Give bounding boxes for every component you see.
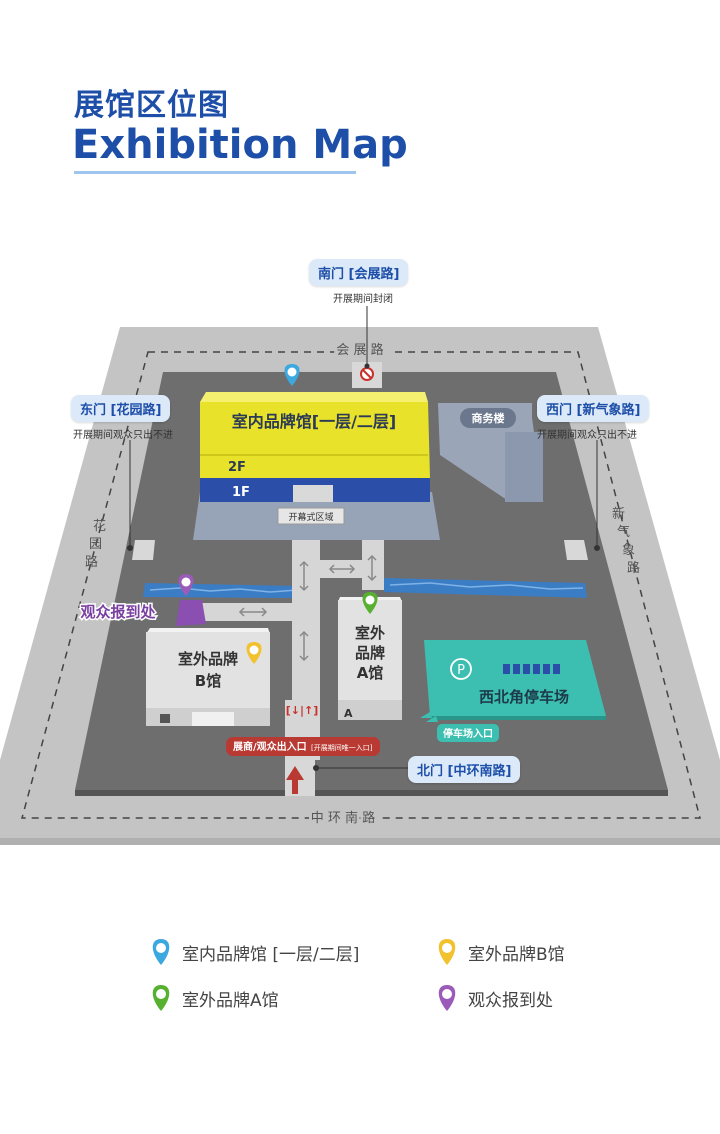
business-building-label: 商务楼: [472, 411, 505, 425]
west-gate-opening: [564, 540, 588, 560]
legend-item-indoor-hall: 室内品牌馆 [一层/二层]: [150, 937, 359, 967]
outdoor-a-line3: A馆: [357, 664, 384, 682]
outdoor-a-icon: A: [344, 707, 353, 720]
indoor-hall-2f: [200, 402, 430, 478]
page-title-en: Exhibition Map: [72, 122, 408, 168]
road-east-char: 新: [612, 506, 625, 522]
entrance-note-label: [开展期间唯一入口]: [311, 743, 373, 752]
road-west-char: 花: [93, 518, 106, 534]
road-east-char: 路: [627, 560, 640, 576]
business-building-sign: [460, 408, 516, 428]
road-edge: [0, 838, 720, 845]
parking-entrance-arrows: [420, 712, 438, 722]
road-east-label: 新 气 象 路: [612, 506, 640, 576]
parking-symbol: P: [457, 663, 465, 678]
outdoor-b-vent: [160, 714, 170, 723]
east-gate-note: 开展期间观众只出不进: [73, 430, 173, 441]
south-gate-dot: [364, 363, 370, 369]
yellow-pin-icon: [438, 939, 456, 965]
legend-label: 室外品牌B馆: [468, 944, 565, 965]
north-gate-dot: [313, 765, 319, 771]
parking-lot-edge: [430, 716, 606, 720]
outdoor-b-door: [192, 712, 234, 726]
east-gate-dot: [127, 545, 133, 551]
indoor-hall-2f-label: 2F: [228, 460, 246, 475]
business-building-wing: [505, 432, 543, 502]
road-south-label: 中 环 南 路: [311, 810, 375, 826]
blue-pin-icon: [284, 364, 300, 386]
indoor-hall-door: [293, 485, 333, 502]
walkway-arrows: [238, 554, 377, 662]
purple-pin-icon: [438, 985, 456, 1011]
east-gate-opening: [132, 540, 155, 560]
road-west-label: 花 园 路: [85, 518, 106, 570]
legend-label: 观众报到处: [468, 990, 553, 1011]
road-east-char: 象: [622, 543, 635, 558]
parking-icon: [450, 658, 472, 680]
registration-label: 观众报到处: [80, 603, 156, 621]
road-dashline: [21, 351, 701, 819]
legend-label: 室内品牌馆 [一层/二层]: [182, 944, 360, 965]
legend-item-registration: 观众报到处: [436, 983, 553, 1013]
north-gate-label: 北门 [中环南路]: [408, 756, 521, 783]
purple-pin-icon: [178, 574, 194, 596]
water-wave: [389, 582, 584, 590]
entrance-tag: [226, 737, 380, 756]
indoor-hall-1f-label: 1F: [232, 485, 250, 500]
indoor-hall-name: 室内品牌馆[一层/二层]: [232, 412, 396, 431]
parking-entrance-label: 停车场入口: [443, 727, 493, 740]
outdoor-a-line1: 室外: [355, 624, 385, 642]
south-gate-note: 开展期间封闭: [333, 294, 393, 305]
entrance-main-label: 展商/观众出入口: [233, 740, 307, 753]
legend-label: 室外品牌A馆: [182, 990, 279, 1011]
parked-cars: [503, 664, 560, 674]
south-gate-label: 南门 [会展路]: [309, 259, 409, 286]
exhibition-map: 会 展 路 中 环 南 路 新 气 象 路 花 园 路 室内品牌馆[一层/二层]: [0, 306, 720, 845]
road-west-char: 路: [85, 554, 98, 570]
road-east-char: 气: [617, 524, 630, 540]
entrance-arrow-icon: [286, 766, 304, 794]
west-gate-label: 西门 [新气象路]: [537, 395, 650, 422]
yellow-pin-icon: [246, 642, 262, 664]
east-gate-label: 东门 [花园路]: [71, 395, 171, 422]
road-west-char: 园: [89, 537, 102, 552]
west-gate-dot: [594, 545, 600, 551]
walkway-north-south-2: [362, 540, 384, 590]
page-title-cn: 展馆区位图: [74, 88, 229, 123]
green-pin-icon: [152, 985, 170, 1011]
opening-area-label: 开幕式区域: [288, 511, 333, 523]
title-underline: [74, 171, 356, 174]
registration-booth: [176, 600, 206, 626]
no-entry-icon-bar: [362, 369, 372, 379]
parking-lot: [424, 640, 606, 716]
ground-edge: [75, 790, 668, 796]
parking-name: 西北角停车场: [479, 688, 569, 706]
water-wave: [149, 587, 299, 593]
opening-area-sign: [277, 507, 345, 525]
outdoor-a-hall: [338, 600, 402, 718]
blue-pin-icon: [152, 939, 170, 965]
outdoor-b-line2: B馆: [195, 672, 221, 690]
entrance-sign: [↓|↑]: [286, 704, 319, 717]
road-north-label: 会 展 路: [336, 342, 383, 358]
west-gate-note: 开展期间观众只出不进: [537, 430, 637, 441]
outdoor-a-line2: 品牌: [355, 644, 385, 662]
indoor-hall-top: [200, 392, 428, 402]
legend-item-outdoor-b: 室外品牌B馆: [436, 937, 565, 967]
legend-item-outdoor-a: 室外品牌A馆: [150, 983, 279, 1013]
green-pin-icon: [362, 592, 378, 614]
outdoor-b-line1: 室外品牌: [178, 650, 238, 668]
outdoor-a-front: [338, 700, 402, 720]
parking-entrance-tag: [437, 724, 499, 742]
